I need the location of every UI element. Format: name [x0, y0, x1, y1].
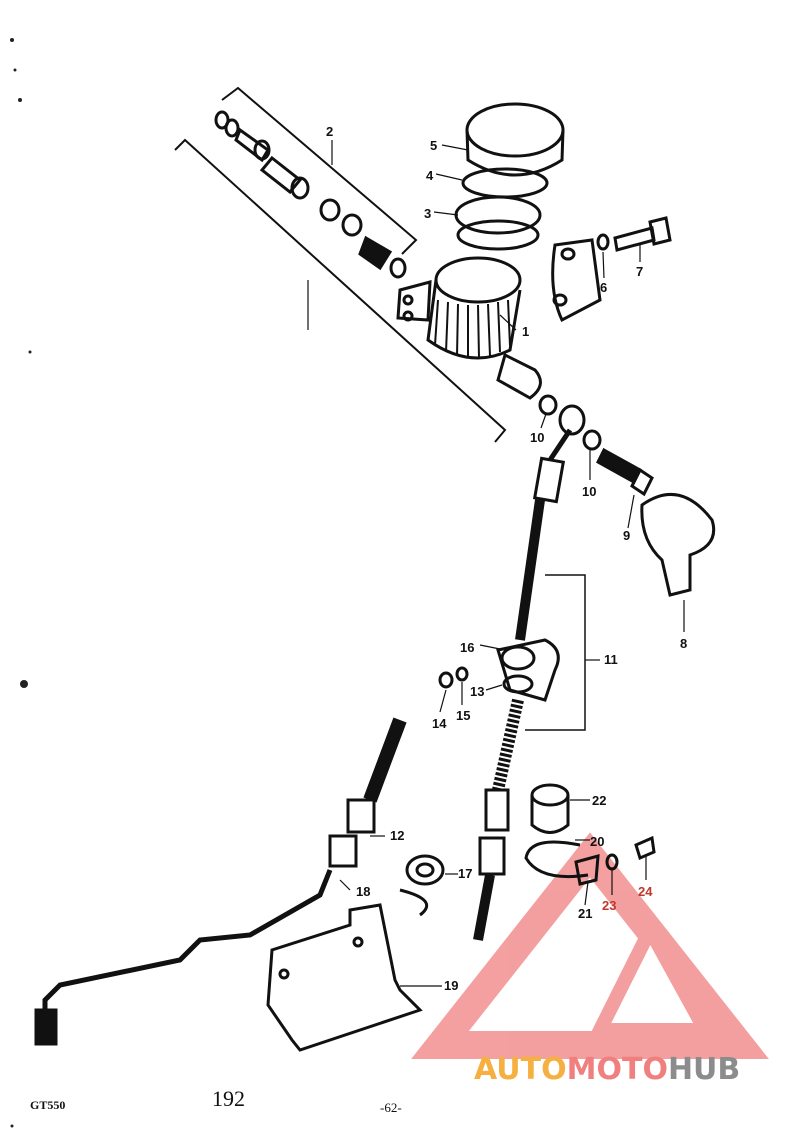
callout-15: 15	[456, 708, 470, 723]
pipe-bracket	[266, 854, 445, 1052]
callout-5: 5	[430, 138, 437, 153]
callout-17: 17	[458, 866, 472, 881]
watermark-logo	[411, 832, 769, 1059]
callout-2: 2	[326, 124, 333, 139]
reservoir-cap-set	[454, 102, 565, 251]
callout-13: 13	[470, 684, 484, 699]
piston-kit	[214, 110, 407, 279]
callout-4: 4	[426, 168, 434, 183]
model-code: GT550	[30, 1098, 66, 1112]
callout-8: 8	[680, 636, 687, 651]
callout-22: 22	[592, 793, 606, 808]
hose-clamp-parts	[524, 783, 656, 886]
callout-3: 3	[424, 206, 431, 221]
bracket-item-2	[221, 86, 418, 255]
callout-23: 23	[602, 898, 616, 913]
watermark-part-hub: HUB	[667, 1052, 741, 1087]
callout-16: 16	[460, 640, 474, 655]
banjo-fittings	[538, 394, 716, 597]
callout-19: 19	[444, 978, 458, 993]
callout-12: 12	[390, 828, 404, 843]
scan-specks	[10, 38, 32, 1128]
callouts: 1 2 3 4 5 6 7 8 9 10 10 11 12 13 14 15 1…	[326, 124, 687, 993]
bracket-item-11	[525, 574, 586, 731]
watermark-wordmark: AUTOMOTOHUB	[474, 1052, 740, 1087]
bracket-item-1	[174, 138, 507, 443]
watermark-part-moto: MOTO	[566, 1052, 668, 1087]
callout-10b: 10	[582, 484, 596, 499]
watermark-part-auto: AUTO	[474, 1052, 567, 1087]
page-number: -62-	[380, 1100, 402, 1115]
callout-1: 1	[522, 324, 529, 339]
callout-7: 7	[636, 264, 643, 279]
figure-number: 192	[212, 1086, 245, 1111]
master-cylinder-body	[396, 256, 542, 400]
callout-6: 6	[600, 280, 607, 295]
callout-20: 20	[590, 834, 604, 849]
brake-hose-lower	[473, 698, 524, 941]
brake-pipe	[34, 717, 407, 1046]
callout-10a: 10	[530, 430, 544, 445]
callout-18: 18	[356, 884, 370, 899]
leader-lines	[307, 140, 685, 987]
clamp-and-bolt	[551, 216, 672, 323]
callout-14: 14	[432, 716, 447, 731]
callout-11: 11	[604, 652, 618, 667]
callout-24: 24	[638, 884, 653, 899]
hose-joint	[438, 638, 560, 702]
callout-9: 9	[623, 528, 630, 543]
brake-hose-upper	[515, 428, 573, 641]
callout-21: 21	[578, 906, 592, 921]
